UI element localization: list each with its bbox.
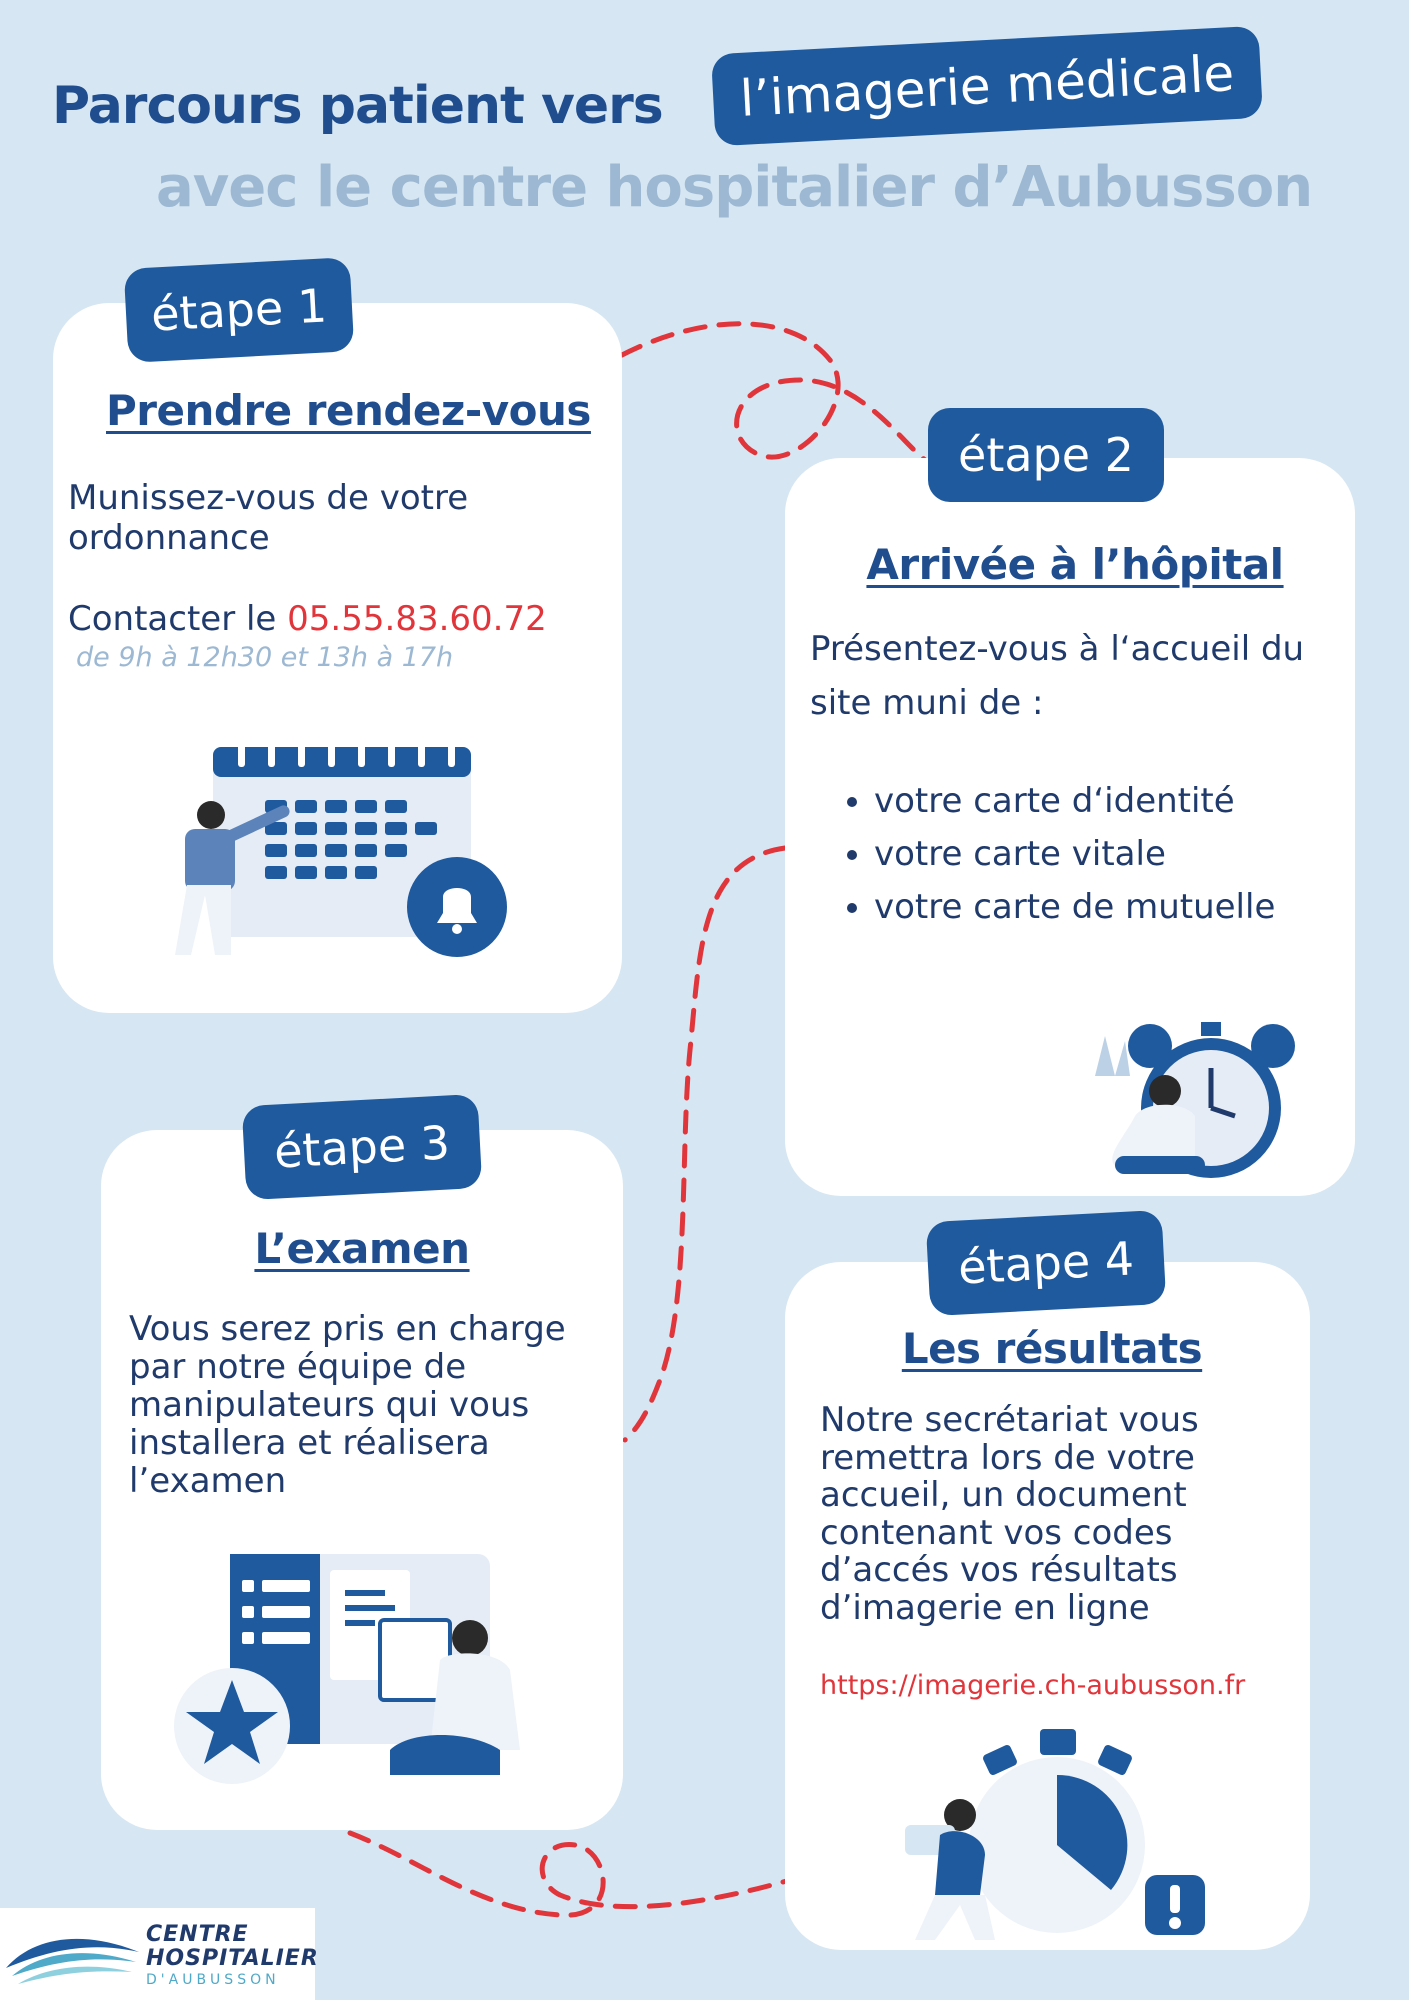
logo-line-3: D'AUBUSSON	[146, 1972, 280, 1988]
step-2-heading: Arrivée à l’hôpital	[866, 540, 1284, 589]
phone-number[interactable]: 05.55.83.60.72	[287, 599, 547, 639]
opening-hours: de 9h à 12h30 et 13h à 17h	[76, 642, 454, 673]
step-4-heading: Les résultats	[901, 1324, 1203, 1373]
step-2-text: Présentez-vous à l‘accueil du site muni …	[810, 629, 1305, 723]
page-subtitle: avec le centre hospitalier d’Aubusson	[156, 155, 1313, 220]
logo-line-2: HOSPITALIER	[146, 1946, 319, 1971]
documents-star-icon	[174, 1554, 520, 1784]
hospital-logo: CENTRE HOSPITALIER D'AUBUSSON	[0, 1908, 318, 2000]
step-1-text: Munissez-vous de votre ordonnance	[68, 478, 469, 558]
step-3-badge: étape 3	[241, 1093, 483, 1201]
logo-line-1: CENTRE	[146, 1922, 249, 1947]
contact-label: Contacter le	[68, 599, 288, 639]
step-1-contact: Contacter le 05.55.83.60.72	[68, 599, 628, 639]
list-item: votre carte de mutuelle	[874, 881, 1350, 934]
stopwatch-icon	[905, 1729, 1205, 1940]
step-4-text: Notre secrétariat vous remettra lors de …	[820, 1400, 1199, 1628]
page-title: Parcours patient vers	[52, 76, 664, 136]
required-documents-list: votre carte d‘identité votre carte vital…	[810, 775, 1350, 934]
list-item: votre carte d‘identité	[874, 775, 1350, 828]
calendar-bell-icon	[175, 739, 507, 957]
step-3-heading: L’examen	[254, 1224, 470, 1273]
list-item: votre carte vitale	[874, 828, 1350, 881]
results-link[interactable]: https://imagerie.ch-aubusson.fr	[820, 1670, 1246, 1701]
alarm-clock-icon	[1095, 1022, 1295, 1178]
wave-logo-icon	[6, 1938, 139, 1984]
step-4-badge: étape 4	[925, 1209, 1167, 1317]
step-1-heading: Prendre rendez-vous	[106, 386, 591, 435]
step-2-badge: étape 2	[928, 408, 1164, 502]
step-1-badge: étape 1	[123, 257, 355, 363]
step-3-text: Vous serez pris en charge par notre équi…	[129, 1309, 566, 1501]
